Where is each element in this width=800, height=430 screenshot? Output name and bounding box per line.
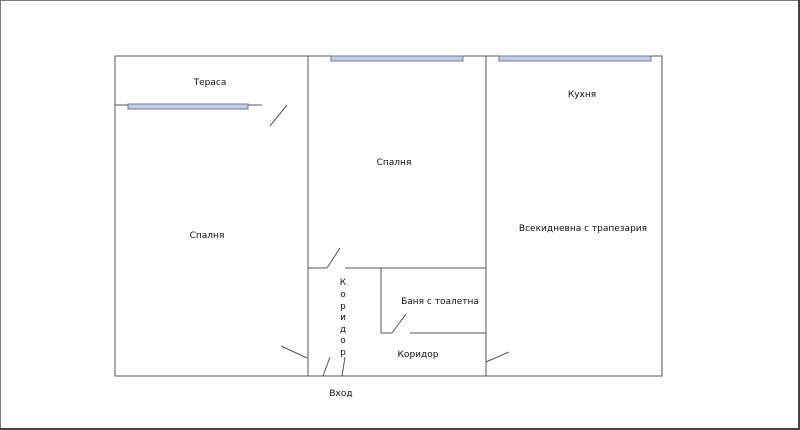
- window-kitchen: [498, 55, 652, 62]
- label-corridor-vertical-5: д: [340, 325, 346, 335]
- door-entrance-right: [341, 356, 346, 377]
- label-corridor-vertical-4: и: [340, 313, 346, 323]
- label-corridor-vertical-7: р: [340, 348, 346, 358]
- door-bathroom: [391, 313, 407, 334]
- frame-shadow-bottom: [0, 428, 800, 430]
- label-corridor-vertical-3: р: [340, 302, 346, 312]
- label-bedroom-center: Спалня: [377, 158, 412, 168]
- label-kitchen: Кухня: [568, 90, 596, 100]
- window-terrace: [127, 103, 249, 110]
- window-bedroom-center: [330, 55, 464, 62]
- door-bedroom-center: [326, 247, 341, 269]
- door-terrace: [269, 104, 288, 127]
- label-entrance: Вход: [329, 389, 352, 399]
- label-corridor-vertical-2: о: [340, 290, 346, 300]
- label-bathroom: Баня с тоалетна: [401, 297, 479, 307]
- label-corridor-vertical-1: К: [340, 278, 347, 288]
- label-corridor: Коридор: [398, 350, 439, 360]
- frame-shadow-right: [798, 0, 800, 430]
- door-bedroom-left: [280, 345, 308, 359]
- label-terrace: Тераса: [193, 78, 227, 88]
- label-bedroom-left: Спалня: [190, 231, 225, 241]
- label-corridor-vertical-6: о: [340, 336, 346, 346]
- door-living-room: [485, 351, 510, 363]
- door-entrance-left: [322, 356, 331, 377]
- label-living-room: Всекидневна с трапезария: [519, 224, 647, 234]
